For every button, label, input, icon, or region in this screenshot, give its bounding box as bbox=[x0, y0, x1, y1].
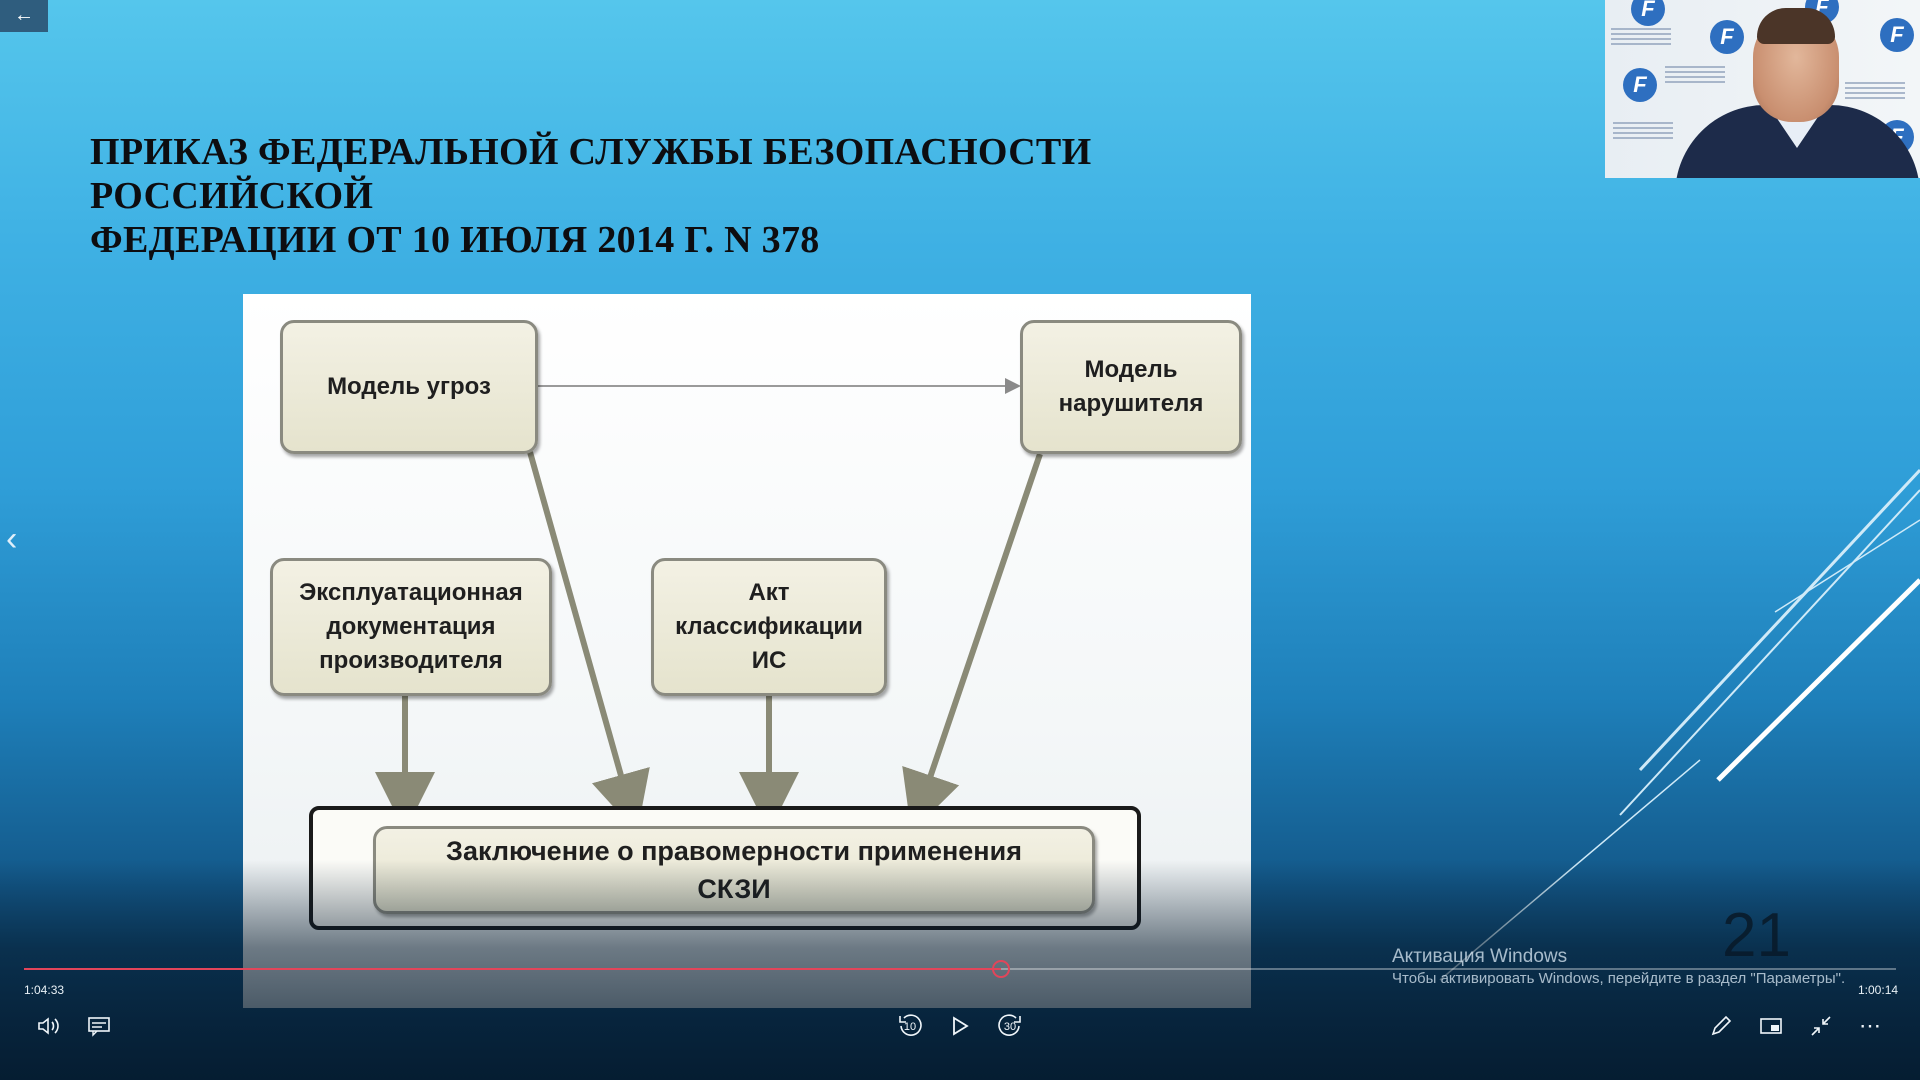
play-button[interactable] bbox=[944, 1012, 976, 1040]
classification-act-box: Акт классификации ИС bbox=[651, 558, 887, 696]
org-logo-icon: F bbox=[1623, 68, 1657, 102]
arrow-left-icon: ← bbox=[14, 4, 34, 26]
skip-forward-button[interactable]: 30 bbox=[994, 1012, 1026, 1040]
exit-fullscreen-button[interactable] bbox=[1805, 1012, 1837, 1040]
skip-forward-label: 30 bbox=[1003, 1021, 1017, 1033]
operational-docs-box: Эксплуатационная документация производит… bbox=[270, 558, 552, 696]
intruder-model-box: Модель нарушителя bbox=[1020, 320, 1242, 454]
pen-icon bbox=[1711, 1015, 1732, 1036]
more-icon: ⋯ bbox=[1859, 1013, 1883, 1038]
volume-icon bbox=[38, 1017, 59, 1035]
skip-back-button[interactable]: 10 bbox=[894, 1012, 926, 1040]
slide-title: ПРИКАЗ ФЕДЕРАЛЬНОЙ СЛУЖБЫ БЕЗОПАСНОСТИ Р… bbox=[90, 130, 1350, 262]
seek-bar-thumb[interactable] bbox=[992, 960, 1010, 978]
activation-subtitle: Чтобы активировать Windows, перейдите в … bbox=[1392, 970, 1846, 987]
rewind-icon bbox=[899, 1014, 922, 1036]
exit-fullscreen-icon bbox=[1811, 1016, 1831, 1036]
webcam-video: F F F F F F bbox=[1605, 0, 1920, 178]
windows-activation-watermark: Активация Windows Чтобы активировать Win… bbox=[1392, 945, 1845, 989]
play-icon bbox=[953, 1016, 969, 1036]
volume-button[interactable] bbox=[33, 1012, 65, 1040]
diagram-arrows bbox=[375, 378, 1043, 833]
org-logo-icon: F bbox=[1631, 0, 1665, 26]
captions-button[interactable] bbox=[83, 1012, 115, 1040]
picture-in-picture-icon bbox=[1760, 1018, 1782, 1034]
elapsed-time: 1:04:33 bbox=[24, 983, 65, 997]
player-controls-overlay bbox=[0, 860, 1920, 1080]
threat-model-box: Модель угроз bbox=[280, 320, 538, 454]
fast-forward-icon bbox=[998, 1014, 1021, 1036]
mini-view-button[interactable] bbox=[1755, 1012, 1787, 1040]
previous-slide-chevron-icon[interactable]: ‹ bbox=[6, 520, 18, 558]
org-logo-icon: F bbox=[1710, 20, 1744, 54]
skip-back-label: 10 bbox=[903, 1021, 917, 1033]
activation-title: Активация Windows bbox=[1392, 946, 1568, 967]
captions-icon bbox=[88, 1017, 110, 1037]
seek-bar-progress bbox=[24, 968, 1001, 970]
org-logo-icon: F bbox=[1880, 18, 1914, 52]
draw-button[interactable] bbox=[1705, 1012, 1737, 1040]
back-button[interactable]: ← bbox=[0, 0, 48, 32]
slide-title-line-2: ФЕДЕРАЦИИ ОТ 10 ИЮЛЯ 2014 Г. N 378 bbox=[90, 219, 820, 261]
more-options-button[interactable]: ⋯ bbox=[1855, 1012, 1887, 1040]
remaining-time: 1:00:14 bbox=[1858, 983, 1899, 997]
slide-title-line-1: ПРИКАЗ ФЕДЕРАЛЬНОЙ СЛУЖБЫ БЕЗОПАСНОСТИ Р… bbox=[90, 131, 1092, 217]
